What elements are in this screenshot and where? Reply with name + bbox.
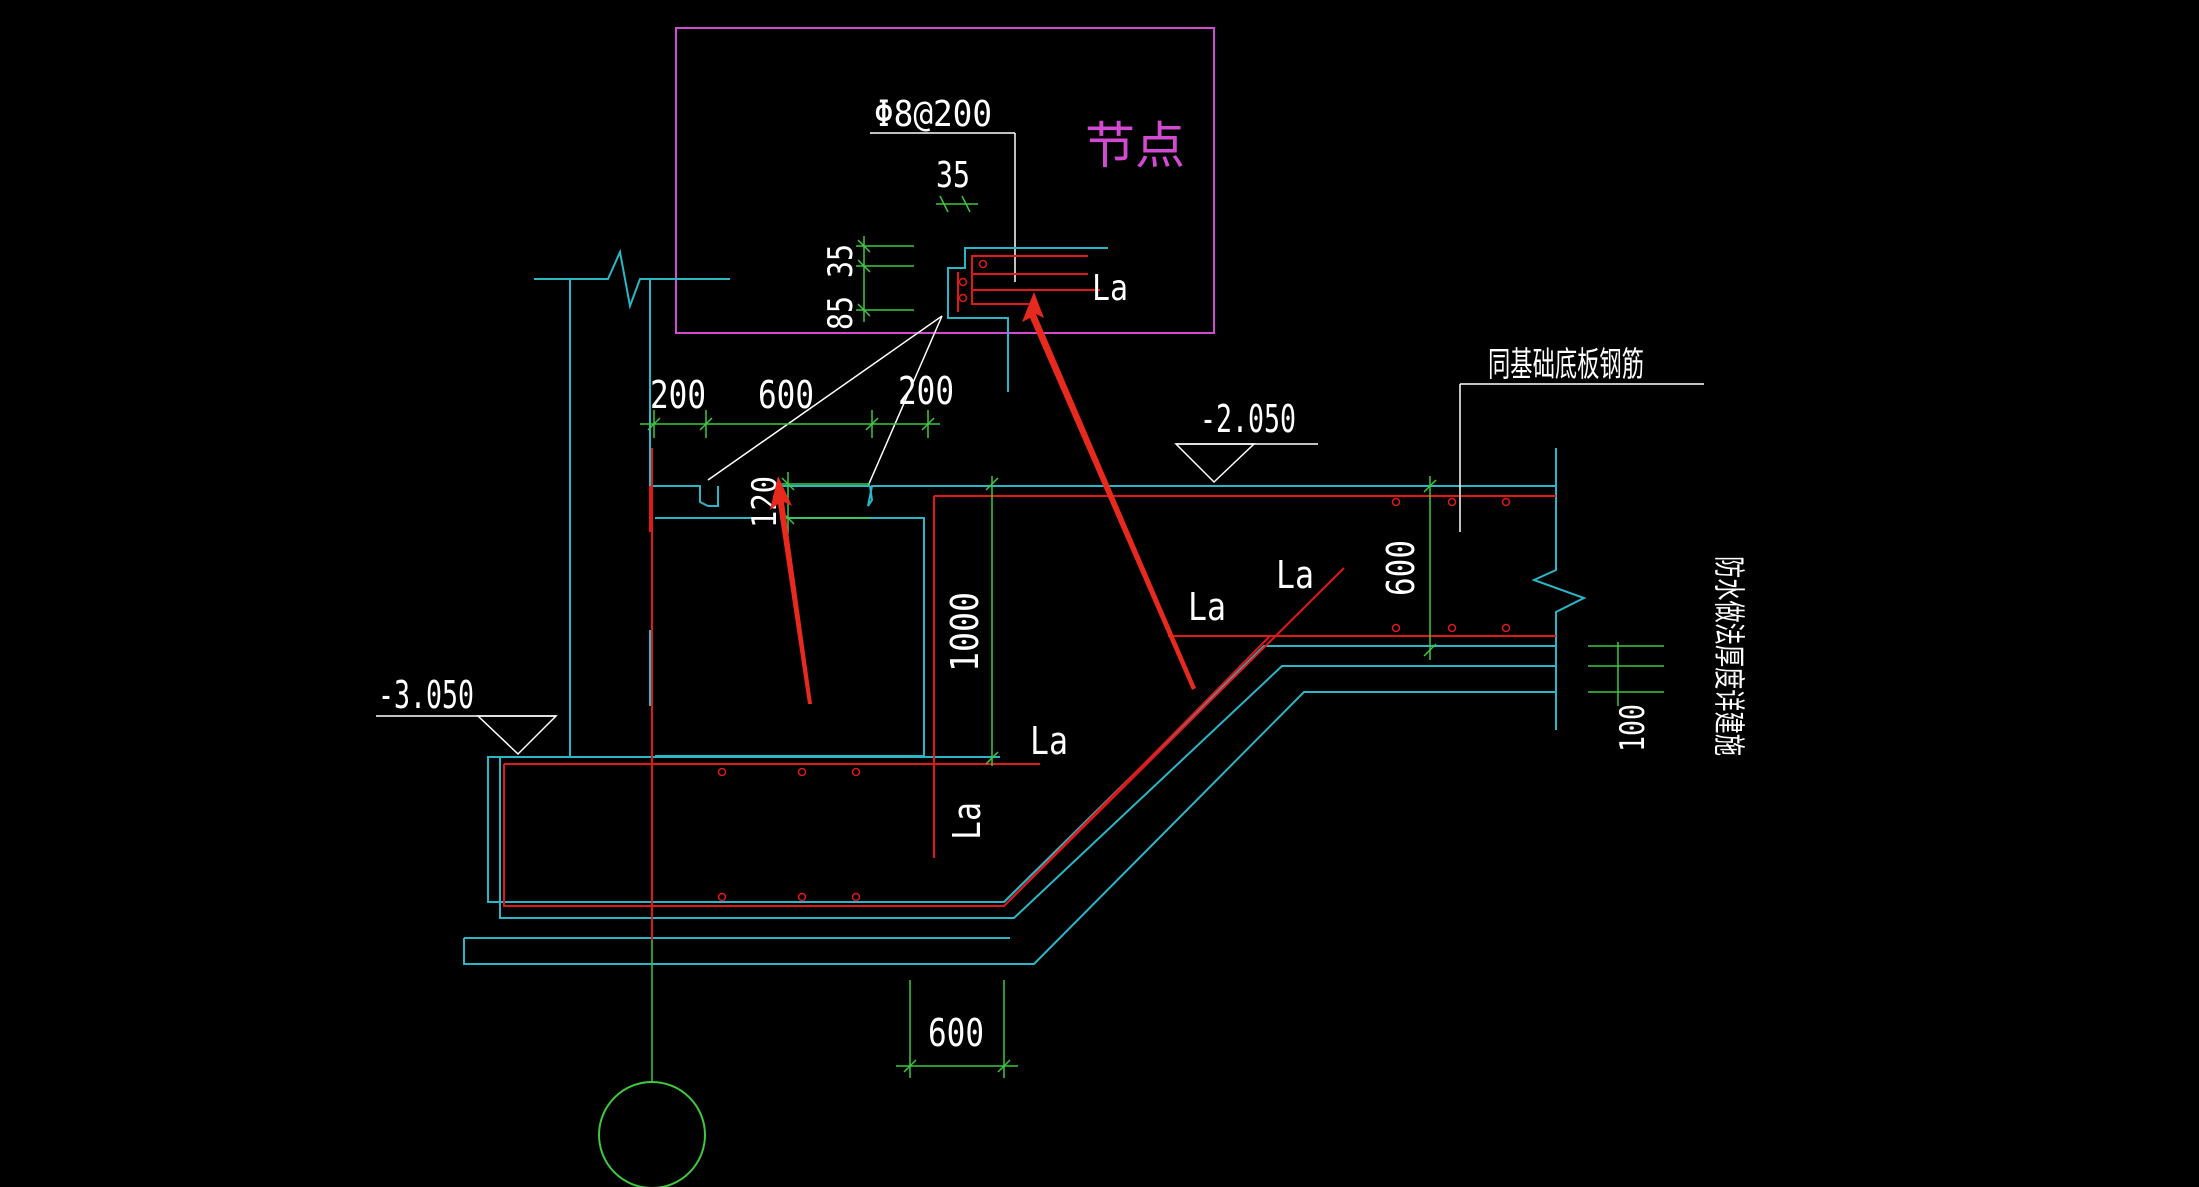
base-slab-outer-2 (499, 665, 1556, 919)
anchorage-la-3: La (1030, 719, 1068, 763)
axis-bubble-icon (598, 1081, 706, 1187)
dim-120-group: 120 (745, 472, 870, 534)
top-dim-tick-2 (699, 417, 713, 431)
base-slab-bottom (463, 691, 1556, 965)
rebar-dot (717, 767, 727, 777)
top-dim-tick-3 (865, 417, 879, 431)
level-left-group: -3.050 (376, 673, 558, 756)
dim-200-left: 200 (650, 373, 706, 417)
dim-35-top-tick-1 (939, 195, 949, 213)
dim-200-right: 200 (898, 369, 954, 413)
rebar-dot (1501, 623, 1511, 633)
detail-box (675, 27, 1215, 334)
slab-rebar-note-group: 同基础底板钢筋 (1459, 345, 1704, 532)
dim-600-top: 600 (758, 373, 814, 417)
dim-1000-tick-2 (985, 751, 999, 765)
detail-dim-35-left: 35 (821, 244, 861, 278)
dim-1000: 1000 (943, 592, 987, 672)
rebar-dot (1501, 497, 1511, 507)
level-right-group: -2.050 (1174, 397, 1318, 484)
rebar-dot (1447, 497, 1457, 507)
rebar-dot (717, 892, 727, 902)
base-slab-group (463, 448, 1587, 965)
rebar-base-bottom (503, 635, 1556, 907)
dim-600-right-group: 600 (1379, 476, 1437, 660)
pit-top-edge (653, 485, 719, 507)
rebar-dot (797, 892, 807, 902)
red-arrow-icon (1022, 292, 1196, 690)
detail-left-tick-2 (857, 259, 871, 273)
dim-100-group: 100 (1588, 642, 1664, 752)
rebar-dots-group (717, 497, 1511, 902)
level-triangle-icon (1174, 443, 1256, 484)
base-slab-left-slope (1010, 670, 1290, 938)
rebar-dot (851, 892, 861, 902)
red-arrow-icon (770, 476, 812, 704)
top-dim-tick-1 (647, 417, 661, 431)
wall-group (534, 248, 1009, 757)
detail-rebar-dot (958, 293, 968, 303)
rebar-dot (1447, 623, 1457, 633)
slab-right-end (1531, 448, 1587, 730)
detail-dim-35-top: 35 (936, 155, 970, 196)
dim-600-bottom-group: 600 (896, 980, 1018, 1078)
level-right: -2.050 (1200, 397, 1296, 441)
rebar-dot (797, 767, 807, 777)
red-arrow-1 (1022, 292, 1196, 690)
dim-600-right-tick-2 (1423, 643, 1437, 657)
detail-left-tick-1 (857, 239, 871, 253)
level-triangle-icon (476, 715, 558, 756)
dim-120-tick-1 (781, 477, 795, 491)
rebar-group (503, 448, 1556, 940)
detail-leader-left (707, 315, 943, 481)
dim-600-bottom-tick-1 (903, 1059, 917, 1073)
detail-left-dim-group: 35 85 (821, 236, 914, 330)
detail-concrete-outline (947, 247, 1108, 392)
dim-1000-tick-1 (985, 477, 999, 491)
rebar-dot (851, 767, 861, 777)
dim-600-bottom: 600 (928, 1011, 984, 1055)
detail-rebar-dot (978, 259, 988, 269)
detail-la: La (1092, 268, 1128, 309)
detail-rebar-top (971, 255, 1088, 305)
wall-break-top (534, 248, 730, 310)
rebar-slope-la (1009, 567, 1345, 901)
anchorage-la-4: La (945, 802, 989, 840)
dim-35-top-tick-2 (961, 195, 971, 213)
detail-leader-right (867, 315, 943, 487)
dim-600-bottom-tick-2 (997, 1059, 1011, 1073)
rebar-dot (1391, 497, 1401, 507)
slab-rebar-note: 同基础底板钢筋 (1488, 345, 1644, 385)
red-arrow-2 (770, 476, 812, 704)
rebar-dot (1391, 623, 1401, 633)
detail-left-tick-3 (857, 303, 871, 317)
top-dims-group: 200 600 200 (640, 369, 954, 438)
detail-label: 节点 (1085, 117, 1185, 175)
waterproof-note: 防水做法厚度详建施 (1710, 556, 1748, 756)
level-left: -3.050 (378, 673, 474, 717)
dim-600-right: 600 (1379, 540, 1423, 596)
top-dim-tick-4 (921, 417, 935, 431)
dim-600-right-tick-1 (1423, 479, 1437, 493)
anchorage-la-2: La (1188, 585, 1226, 629)
detail-dim-85: 85 (821, 296, 861, 330)
dim-1000-group: 1000 (943, 476, 999, 766)
detail-rebar-spec: Φ8@200 (874, 94, 992, 135)
dim-100: 100 (1613, 704, 1653, 752)
detail-box-group: 节点 Φ8@200 35 35 85 La (675, 27, 1215, 392)
detail-rebar-dot (958, 277, 968, 287)
axis-group (598, 940, 706, 1187)
anchorage-la-1: La (1276, 553, 1314, 597)
base-slab-outer (487, 645, 1556, 903)
